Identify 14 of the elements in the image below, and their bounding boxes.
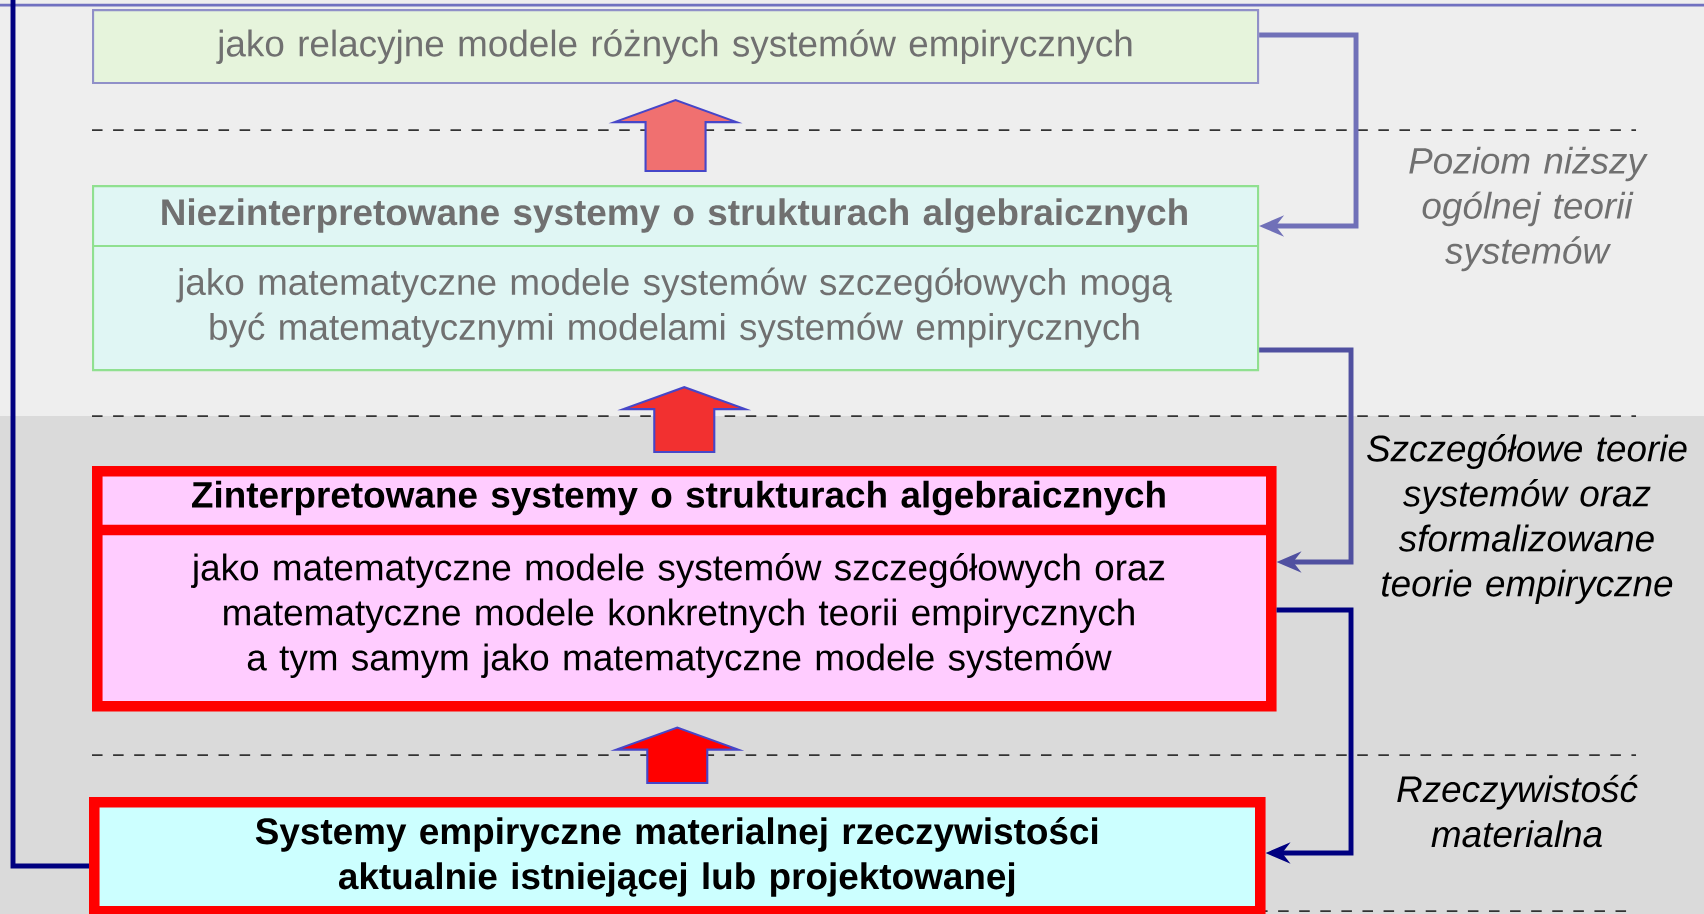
level-label: Rzeczywistość materialna	[1397, 774, 1638, 848]
block-arrow	[608, 99, 743, 173]
heading: Niezinterpretowane systemy o strukturach algebraicznych	[162, 198, 1187, 233]
description: jako matematyczne modele systemów szczegółowych mogą być matematycznymi modelami systemów empirycznych	[176, 267, 1172, 348]
description: jako matematyczne modele systemów szczegółowych oraz matematyczne modele konkretnych teorii empirycznych a tym samym jako matematyczne modele systemów	[191, 553, 1165, 678]
block-arrow	[617, 386, 752, 454]
connector-arrow	[1259, 347, 1354, 573]
level-box: jako relacyjne modele różnych systemów empirycznych	[92, 9, 1260, 85]
connector-arrow	[1259, 32, 1359, 237]
block-arrow	[610, 726, 745, 785]
heading: Zinterpretowane systemy o strukturach algebraicznych	[192, 480, 1165, 516]
level-label: Szczegółowe teorie systemów oraz sformalizowane teorie empiryczne	[1367, 434, 1687, 604]
level-label: Poziom niższy ogólnej teorii systemów	[1409, 146, 1648, 272]
level-box: Systemy empiryczne materialnej rzeczywistości aktualnie istniejącej lub projektowanej	[89, 797, 1266, 914]
